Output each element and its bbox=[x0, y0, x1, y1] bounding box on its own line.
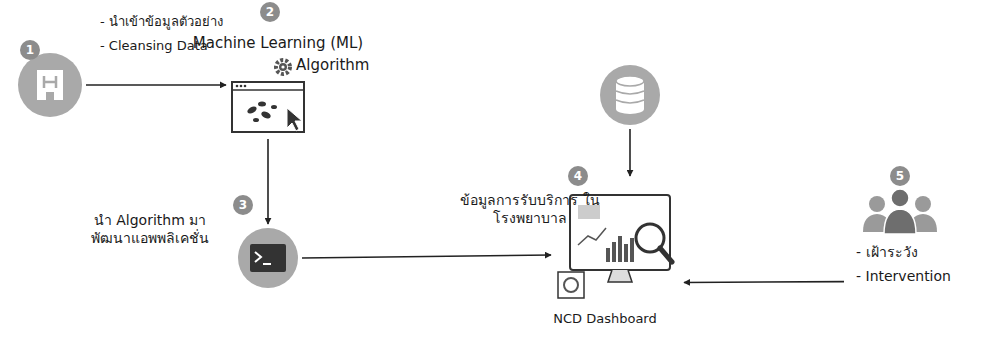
database-icon bbox=[600, 65, 660, 125]
database-icon-part bbox=[616, 104, 644, 114]
dashboard-icon-part bbox=[578, 228, 606, 245]
gear-icon-part bbox=[281, 65, 284, 68]
ml-window-icon bbox=[232, 82, 304, 132]
dashboard-icon-part bbox=[564, 278, 578, 292]
database-node: 4ข้อมูลการรับบริการ ในโรงพยาบาล bbox=[600, 65, 660, 125]
dashboard-node: NCD Dashboard bbox=[555, 180, 680, 305]
terminal-icon-part bbox=[238, 228, 298, 288]
dashboard-icon-part bbox=[612, 242, 616, 262]
node-label: - เฝ้าระวัง bbox=[856, 244, 918, 262]
dashboard-icon bbox=[558, 195, 672, 298]
node-label: - นำเข้าข้อมูลตัวอย่าง bbox=[100, 14, 223, 30]
ml-window-icon-part bbox=[232, 82, 304, 132]
node-label: - Intervention bbox=[856, 268, 951, 286]
ml-window-icon-part bbox=[244, 85, 247, 88]
terminal-icon-part bbox=[255, 252, 261, 262]
database-icon-part bbox=[616, 91, 644, 103]
gear-icon-part bbox=[279, 63, 287, 71]
hospital-icon bbox=[18, 53, 82, 117]
ml-window-icon-part bbox=[258, 102, 266, 107]
callout-number: 2 bbox=[260, 2, 280, 22]
people-icon-part bbox=[891, 189, 909, 207]
flow-arrow bbox=[684, 281, 844, 283]
gear-icon bbox=[276, 60, 290, 74]
hospital-icon-part bbox=[44, 76, 56, 88]
ml-window-icon-part bbox=[287, 108, 302, 131]
callout-number: 1 bbox=[20, 40, 40, 60]
ml-window-icon-part bbox=[236, 85, 239, 88]
ml-window-icon-part bbox=[260, 110, 272, 120]
dashboard-icon-part bbox=[660, 248, 672, 262]
node-label: NCD Dashboard bbox=[553, 311, 656, 327]
hospital-icon-part bbox=[18, 53, 82, 117]
node-label: Machine Learning (ML) bbox=[193, 34, 363, 53]
flow-arrow bbox=[302, 255, 551, 258]
dashboard-icon-part bbox=[618, 236, 622, 262]
node-label: Algorithm bbox=[296, 56, 369, 75]
node-label: นำ Algorithm มาพัฒนาแอพพลิเคชั่น bbox=[75, 212, 225, 247]
ml-node: 2Machine Learning (ML)Algorithm bbox=[230, 80, 306, 135]
flow-arrow bbox=[267, 139, 269, 224]
terminal-icon-part bbox=[263, 263, 271, 265]
dashboard-icon-part bbox=[606, 248, 610, 262]
node-label: - Cleansing Data bbox=[100, 38, 208, 54]
callout-number: 4 bbox=[568, 166, 588, 186]
terminal-icon bbox=[238, 228, 298, 288]
people-icon-part bbox=[915, 196, 931, 212]
ml-window-icon-part bbox=[240, 85, 243, 88]
node-label: ข้อมูลการรับบริการ ในโรงพยาบาล bbox=[460, 192, 600, 227]
callout-number: 3 bbox=[233, 195, 253, 215]
dashboard-icon-part bbox=[630, 238, 634, 262]
terminal-icon-part bbox=[250, 244, 286, 272]
hospital-icon-part bbox=[37, 70, 63, 100]
people-icon bbox=[863, 189, 937, 234]
hospital-icon-part bbox=[46, 92, 54, 100]
ml-window-icon-part bbox=[271, 105, 277, 109]
dashboard-icon-part bbox=[558, 272, 584, 298]
database-icon-part bbox=[616, 76, 644, 86]
hospital-node: 1- นำเข้าข้อมูลตัวอย่าง- Cleansing Data bbox=[18, 53, 82, 117]
app-node: 3นำ Algorithm มาพัฒนาแอพพลิเคชั่น bbox=[238, 228, 298, 288]
flow-arrow bbox=[629, 129, 631, 176]
people-icon-part bbox=[884, 209, 916, 234]
ml-window-icon-part bbox=[232, 89, 304, 91]
ml-window-icon-part bbox=[253, 118, 259, 122]
dashboard-icon-part bbox=[624, 244, 628, 262]
surveillance-node: 5- เฝ้าระวัง- Intervention bbox=[848, 185, 948, 300]
dashboard-icon-part bbox=[608, 270, 632, 282]
callout-number: 5 bbox=[890, 166, 910, 186]
ml-window-icon-part bbox=[246, 105, 258, 115]
gear-icon-part bbox=[276, 60, 290, 74]
database-icon-part bbox=[600, 65, 660, 125]
flow-arrow bbox=[86, 84, 226, 86]
people-icon-part bbox=[869, 196, 885, 212]
